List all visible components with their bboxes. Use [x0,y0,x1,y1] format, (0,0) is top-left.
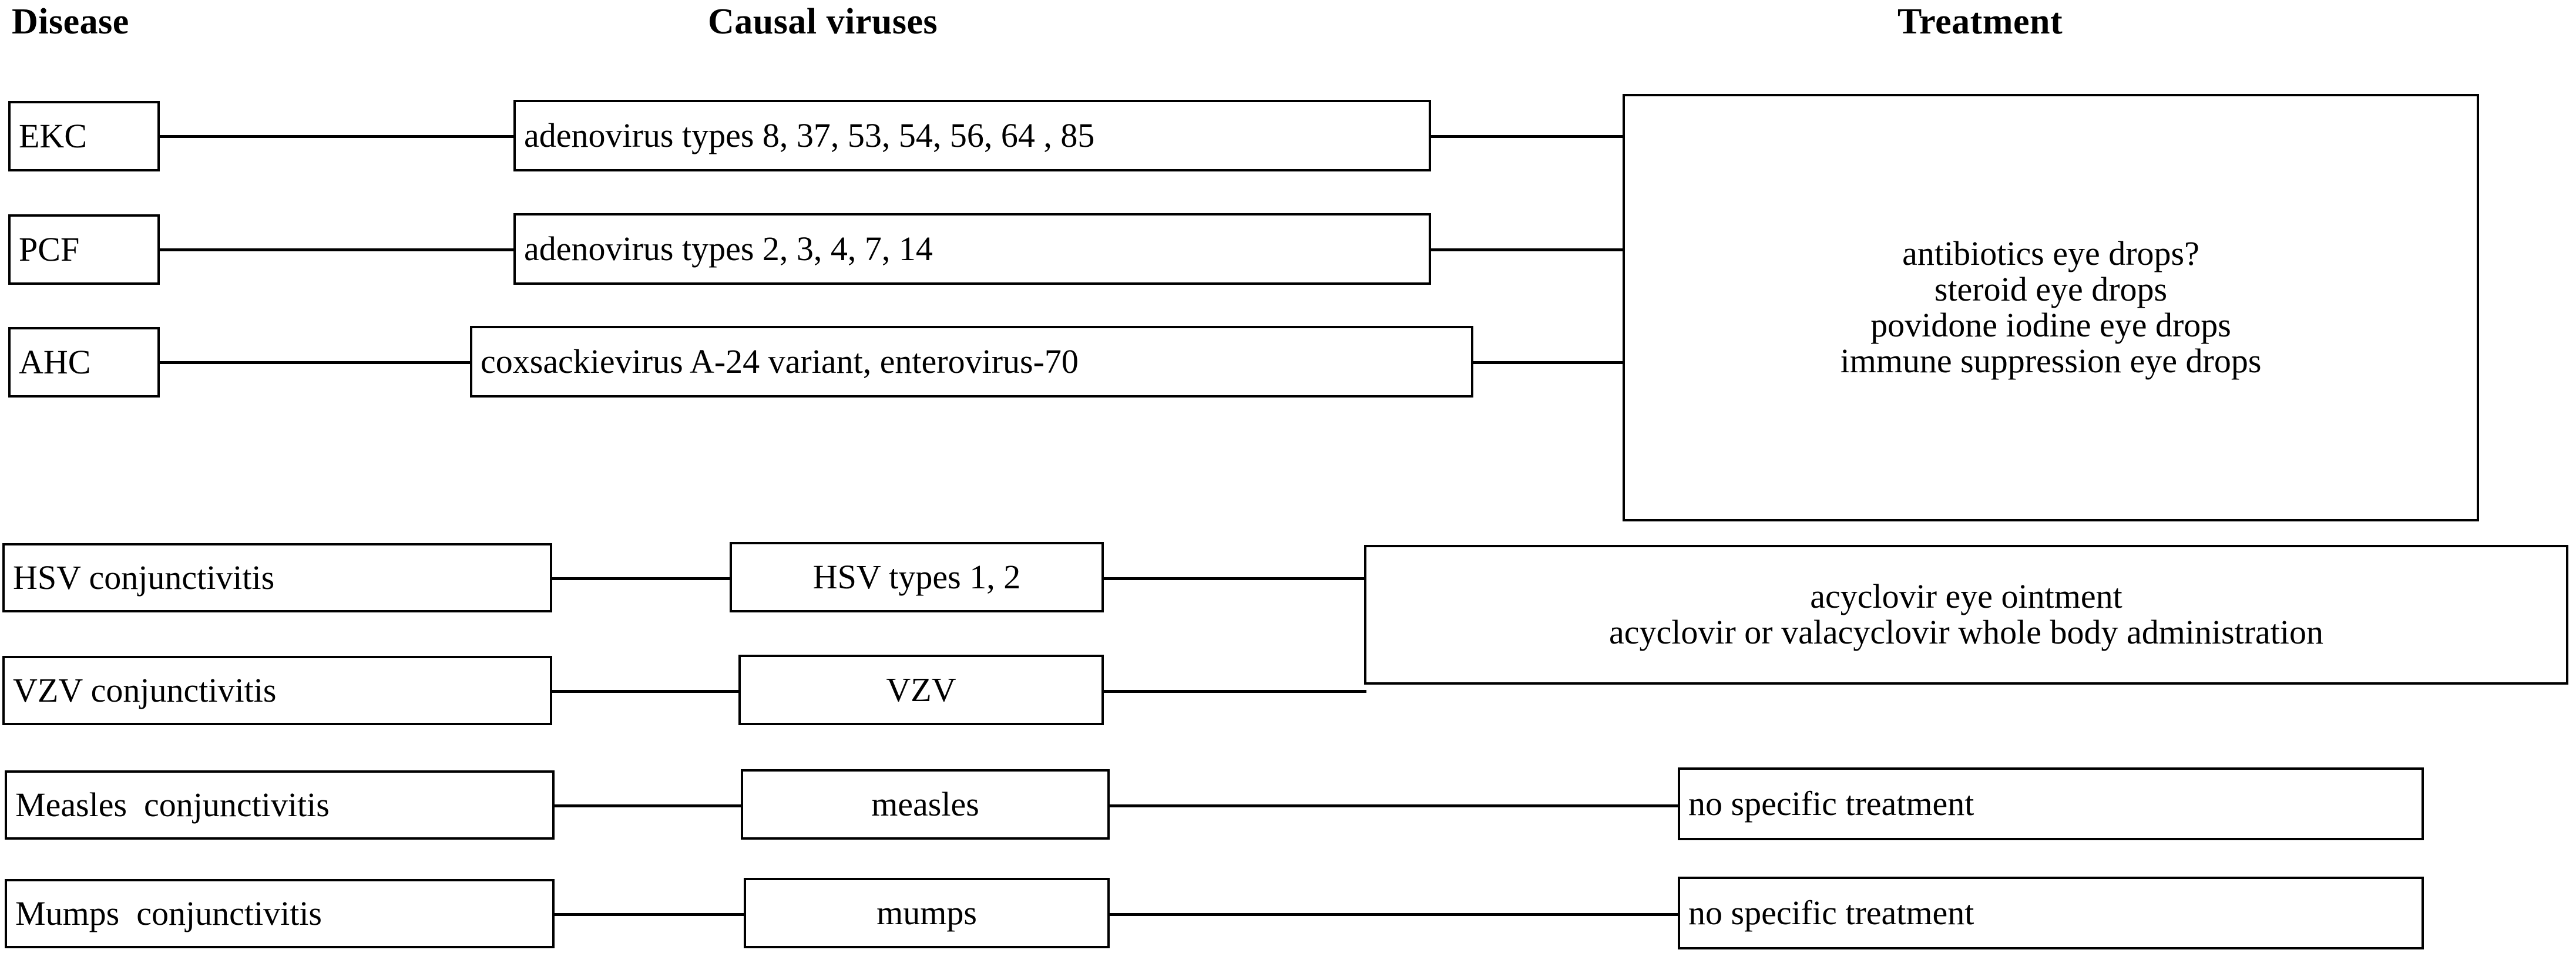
treatment-line-1: antibiotics eye drops? [1902,234,2199,273]
treatment-line-2: steroid eye drops [1934,270,2168,309]
virus-box-pcf[interactable]: adenovirus types 2, 3, 4, 7, 14 [513,213,1431,285]
connector-mumps-disease-virus [553,913,746,916]
virus-label: VZV [886,670,956,709]
treatment-line-3: povidone iodine eye drops [1870,306,2231,344]
connector-ekc-virus-treatment [1429,135,1625,138]
treatment-line-2: acyclovir or valacyclovir whole body adm… [1608,613,2324,651]
disease-box-hsv-conjunctivitis[interactable]: HSV conjunctivitis [2,543,552,612]
virus-box-measles[interactable]: measles [741,769,1110,840]
connector-vzv-disease-virus [550,690,741,693]
connector-measles-disease-virus [553,804,743,807]
disease-label: Mumps conjunctivitis [15,894,322,932]
disease-label: AHC [19,342,91,381]
virus-label: adenovirus types 2, 3, 4, 7, 14 [524,229,933,268]
treatment-line-1: acyclovir eye ointment [1810,577,2122,616]
disease-box-vzv-conjunctivitis[interactable]: VZV conjunctivitis [2,656,552,725]
virus-box-ekc[interactable]: adenovirus types 8, 37, 53, 54, 56, 64 ,… [513,100,1431,171]
treatment-line-4: immune suppression eye drops [1840,341,2262,380]
treatment-box-adenoviral[interactable]: antibiotics eye drops? steroid eye drops… [1623,94,2479,521]
treatment-box-measles[interactable]: no specific treatment [1678,767,2424,840]
connector-pcf-virus-treatment [1429,248,1625,251]
virus-label: measles [871,784,979,823]
virus-label: mumps [876,893,977,932]
virus-box-ahc[interactable]: coxsackievirus A-24 variant, enterovirus… [470,326,1473,398]
connector-hsv-virus-treatment [1102,577,1366,580]
disease-box-ahc[interactable]: AHC [8,327,160,398]
disease-label: PCF [19,230,80,268]
connector-hsv-disease-virus [550,577,732,580]
column-header-treatment: Treatment [1897,2,2063,42]
treatment-box-herpetic[interactable]: acyclovir eye ointment acyclovir or vala… [1364,545,2568,685]
column-header-causal-viruses: Causal viruses [708,2,938,42]
treatment-line-1: no specific treatment [1688,784,1974,823]
connector-ekc-disease-virus [157,135,517,138]
disease-box-measles-conjunctivitis[interactable]: Measles conjunctivitis [5,770,555,840]
virus-label: adenovirus types 8, 37, 53, 54, 56, 64 ,… [524,116,1095,154]
disease-box-pcf[interactable]: PCF [8,214,160,285]
virus-label: coxsackievirus A-24 variant, enterovirus… [481,342,1079,380]
virus-box-vzv[interactable]: VZV [738,655,1104,725]
disease-box-mumps-conjunctivitis[interactable]: Mumps conjunctivitis [5,879,555,948]
disease-label: EKC [19,116,87,155]
connector-mumps-virus-treatment [1108,913,1681,916]
connector-pcf-disease-virus [157,248,517,251]
virus-box-hsv[interactable]: HSV types 1, 2 [730,542,1104,612]
column-header-disease: Disease [12,2,129,42]
connector-ahc-virus-treatment [1472,361,1625,364]
virus-box-mumps[interactable]: mumps [744,878,1110,948]
disease-label: HSV conjunctivitis [13,558,275,597]
treatment-box-mumps[interactable]: no specific treatment [1678,877,2424,949]
connector-measles-virus-treatment [1108,804,1681,807]
virus-label: HSV types 1, 2 [812,557,1021,596]
disease-box-ekc[interactable]: EKC [8,101,160,171]
disease-label: VZV conjunctivitis [13,671,277,709]
treatment-line-1: no specific treatment [1688,893,1974,932]
connector-ahc-disease-virus [157,361,473,364]
connector-vzv-virus-treatment [1102,690,1366,693]
disease-label: Measles conjunctivitis [15,785,330,824]
